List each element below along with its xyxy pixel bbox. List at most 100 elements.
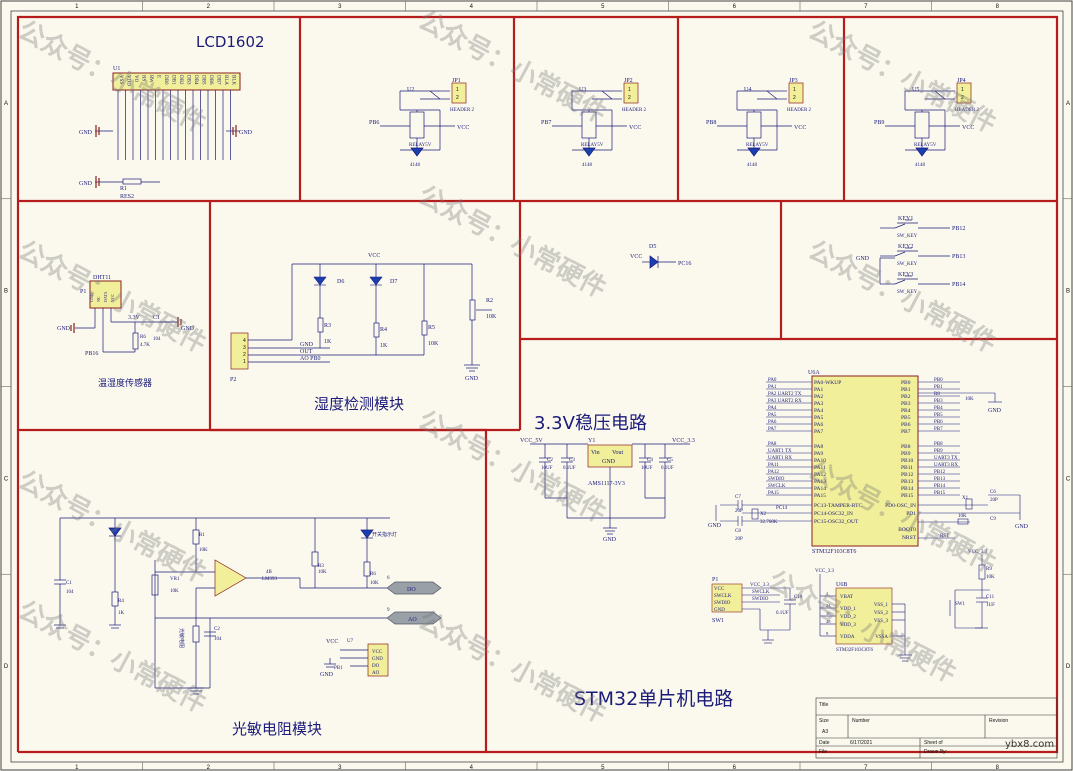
power-num-0: 1 — [826, 591, 828, 596]
mcu-left-net-12: PA12 — [768, 470, 779, 475]
swd-p: P1 — [712, 577, 718, 583]
mcu-left-pin-8: PA8 — [814, 444, 824, 450]
mcu-left-net-9: UART1 TX — [768, 449, 792, 454]
power-pin-r-0: VSS_1 — [874, 603, 889, 608]
mcu-left-net-11: PA11 — [768, 463, 779, 468]
power-num-3: 48 — [826, 619, 831, 624]
lcd-pin-label-15: BLK — [231, 75, 236, 85]
mcu-left-net-5: PA5 — [768, 413, 777, 418]
mcu-left-pin-13: PA13 — [814, 479, 826, 485]
mcu-left-net-13: SWDIO — [768, 477, 785, 482]
mcu-left-net-10: UART1 RX — [768, 456, 792, 461]
mcu-left-pin-12: PA12 — [814, 472, 826, 478]
relay-pb-2: PB8 — [706, 120, 716, 126]
mcu-gnd-right: GND — [1015, 524, 1029, 530]
hum-gnd: GND — [465, 376, 479, 382]
relay-vcc-2: VCC — [794, 125, 806, 131]
zone-col-8: 8 — [996, 4, 1000, 10]
tb-size: Size — [819, 718, 829, 724]
photo-r6-val: 10K — [370, 581, 379, 586]
key-label-2: SW_KEY — [897, 290, 918, 295]
mcu-left-net-6: PA6 — [768, 420, 777, 425]
dht-pin-0: GND — [89, 293, 94, 302]
mcu-title: STM32单片机电路 — [574, 688, 734, 710]
regulator-title: 3.3V稳压电路 — [534, 413, 647, 434]
dht-r: R6 — [140, 335, 146, 340]
dht-c: C1 — [153, 315, 160, 321]
mcu-left-pin-14: PA14 — [814, 486, 826, 492]
photo-gnd: GND — [320, 672, 334, 678]
mcu-part: STM32F103C8T6 — [812, 549, 856, 555]
keys-block — [879, 219, 950, 285]
mcu-c9: C9 — [990, 517, 996, 522]
mcu-c8: C8 — [735, 529, 741, 534]
reg-pin-vout: Vout — [612, 450, 624, 456]
lcd-pin-label-4: RW — [148, 75, 153, 83]
reg-cap-val-1: 0.1UF — [563, 466, 576, 471]
mcu-left-pin-5: PA5 — [814, 415, 824, 421]
key-label-1: SW_KEY — [897, 262, 918, 267]
lcd-pin-label-7: DB1 — [171, 75, 176, 85]
photo-r3-val: 10K — [318, 570, 327, 575]
swd-pin-1: SWCLK — [714, 594, 732, 599]
mcu-ref: U6A — [808, 370, 820, 376]
mcu-right-net-11: UART3 RX — [934, 463, 958, 468]
photo-hdr-pin-3: AO — [372, 671, 380, 676]
lcd-title: LCD1602 — [196, 33, 265, 51]
photo-pin-do: 6 — [387, 576, 390, 581]
reg-vout: VCC_3.3 — [672, 438, 695, 444]
photo-r3-ref: R3 — [318, 564, 324, 569]
zone-col-3: 3 — [338, 4, 342, 10]
power-pin-l-0: VBAT — [840, 595, 853, 600]
key-ref-1: KEY2 — [898, 244, 913, 250]
relay-pin1-0: 1 — [456, 87, 459, 93]
key-label-0: SW_KEY — [897, 234, 918, 239]
relay-pin1-2: 1 — [793, 87, 796, 93]
reset-vcc: VCC_3.3 — [968, 550, 988, 555]
mcu-left-pin-4: PA4 — [814, 408, 824, 414]
lcd-block — [95, 72, 241, 188]
mcu-x1: X1 — [962, 496, 969, 501]
humidity-module-title: 湿度检测模块 — [314, 395, 405, 413]
photo-pin-ao: 9 — [387, 608, 390, 613]
mcu-left-pin-0: PA0-WKUP — [814, 380, 841, 386]
hum-vcc: VCC — [368, 253, 380, 259]
photo-c-val: 104 — [66, 590, 74, 595]
mcu-left-net-8: PA8 — [768, 442, 777, 447]
mcu-c6: C6 — [990, 490, 996, 495]
swd-vcc: VCC_3.3 — [750, 583, 770, 588]
zone-col-b-5: 5 — [601, 765, 605, 771]
dht11-block — [70, 280, 182, 353]
lcd-pin-label-2: VO — [133, 75, 138, 83]
zone-col-b-1: 1 — [75, 765, 79, 771]
mcu-right-net-15: PB15 — [934, 491, 946, 496]
mcu-osc-pin-0: PC13-TAMPER-RTC — [814, 503, 862, 509]
photo-do: DO — [407, 587, 416, 593]
tb-revision: Revision — [989, 718, 1008, 724]
mcu-right-pin-5: PB5 — [901, 415, 911, 421]
relay-j-2: JP3 — [789, 78, 798, 84]
hum-d6: D6 — [337, 279, 344, 285]
mcu-right-net-13: PB13 — [934, 477, 946, 482]
lcd-res-ref: R1 — [120, 186, 127, 192]
photo-hdr-pin-1: GND — [372, 657, 383, 662]
mcu-x2: X2 — [760, 512, 767, 517]
zone-col-b-3: 3 — [338, 765, 342, 771]
zone-row-r-A: A — [1066, 101, 1070, 107]
photo-r1-ref: R1 — [199, 533, 205, 538]
dht-p: P1 — [80, 289, 86, 295]
mcu-right-pin-7: PB7 — [901, 429, 911, 435]
tb-size-val: A3 — [822, 729, 828, 735]
photo-r4-ref: R4 — [118, 599, 124, 604]
zone-row-r-C: C — [1066, 476, 1071, 482]
lcd-pin-label-0: VSS — [118, 75, 123, 84]
relay-j-3: JP4 — [957, 78, 966, 84]
relay-u-1: U3 — [579, 87, 586, 93]
mcu-right-pin-15: PB15 — [901, 493, 913, 499]
hum-conn-pin-0: 4 — [243, 338, 246, 344]
mcu-osc-right-2: BOOT0 — [898, 527, 916, 533]
hum-net-out: OUT — [300, 349, 313, 355]
photo-cmp-ref: LM393 — [262, 577, 278, 582]
lcd-gnd-left: GND — [79, 130, 93, 136]
